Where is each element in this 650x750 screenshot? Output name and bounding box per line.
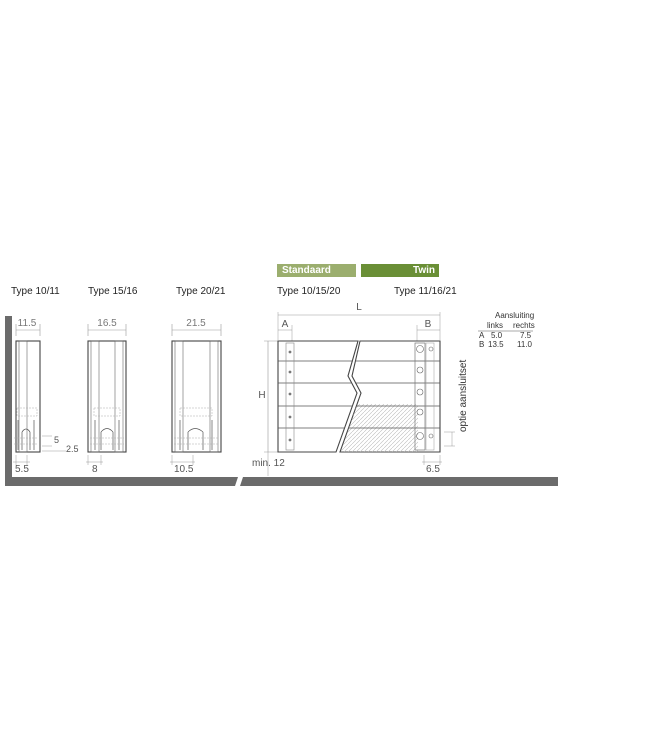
radiator-panel-left	[277, 340, 359, 453]
type-10-11-title: Type 10/11	[11, 286, 60, 297]
height-label: H	[258, 390, 265, 401]
row-a-right: 7.5	[520, 331, 532, 340]
col-links: links	[487, 321, 503, 330]
standaard-badge: Standaard	[277, 264, 356, 277]
row-a-label: A	[479, 331, 485, 340]
row-b-label: B	[479, 340, 484, 349]
front-view: L A B H min. 12	[252, 302, 469, 476]
radiator-section	[87, 340, 127, 453]
col-rechts: rechts	[513, 321, 535, 330]
dim-5-label: 5	[54, 435, 59, 445]
twin-badge: Twin	[361, 264, 439, 277]
side-view-type-10-11: 11.5 5 2.5 5.5	[13, 318, 79, 475]
right-floor-dim-label: 6.5	[426, 464, 440, 475]
table-title: Aansluiting	[495, 311, 534, 320]
conn-a-label: A	[282, 319, 289, 330]
floor-and-wall	[5, 316, 558, 486]
radiator-section	[171, 340, 222, 453]
row-a-left: 5.0	[491, 331, 503, 340]
min-floor-label: min. 12	[252, 458, 285, 469]
option-connection-label: optie aansluitset	[458, 360, 469, 432]
connection-table: Aansluiting links rechts A 5.0 7.5 B 13.…	[478, 311, 535, 349]
floor-dim-label: 10.5	[174, 464, 194, 475]
width-label: 11.5	[18, 318, 37, 329]
dim-2-5-label: 2.5	[66, 444, 79, 454]
width-label: 16.5	[97, 318, 117, 329]
conn-b-label: B	[425, 319, 432, 330]
side-view-type-20-21: 21.5 10.5	[170, 318, 222, 475]
wall	[5, 316, 12, 485]
type-20-21-title: Type 20/21	[176, 286, 226, 297]
type-10-15-20-title: Type 10/15/20	[277, 286, 341, 297]
floor-right	[240, 477, 558, 486]
type-15-16-title: Type 15/16	[88, 286, 138, 297]
floor-dim-label: 5.5	[15, 464, 29, 475]
floor-dim-label: 8	[92, 464, 98, 475]
side-view-type-15-16: 16.5 8	[86, 318, 127, 475]
floor-left	[5, 477, 238, 486]
width-label: 21.5	[186, 318, 206, 329]
row-b-right: 11.0	[517, 340, 533, 349]
length-label: L	[356, 302, 362, 313]
radiator-section	[15, 340, 41, 453]
row-b-left: 13.5	[488, 340, 504, 349]
type-11-16-21-title: Type 11/16/21	[394, 286, 457, 297]
